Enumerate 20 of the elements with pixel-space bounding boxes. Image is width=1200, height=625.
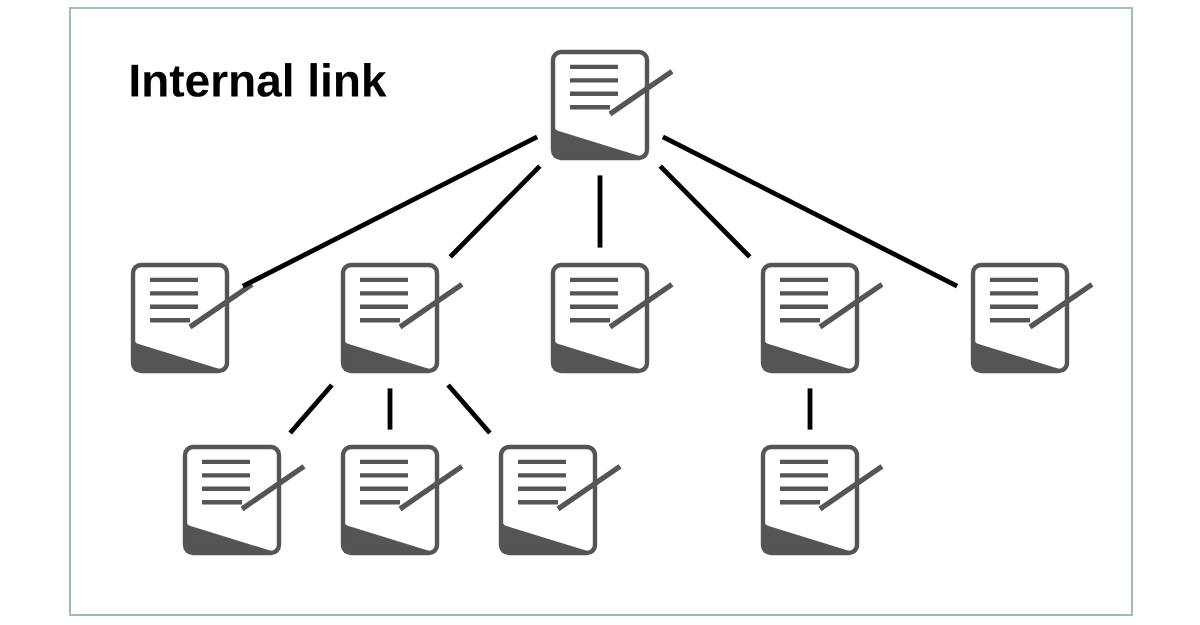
document-drawing xyxy=(550,49,674,161)
document-drawing xyxy=(760,444,884,556)
connector-line xyxy=(807,388,813,430)
title: Internal link xyxy=(131,63,387,97)
document-drawing xyxy=(760,262,884,374)
document-drawing xyxy=(498,444,622,556)
connector-line xyxy=(661,134,959,289)
connector-line xyxy=(658,164,752,259)
connector-line xyxy=(288,383,334,435)
connector-line xyxy=(446,383,492,435)
connector-line xyxy=(448,164,542,259)
document-drawing xyxy=(550,262,674,374)
document-drawing xyxy=(182,444,306,556)
document-drawing xyxy=(130,262,254,374)
document-drawing xyxy=(970,262,1094,374)
connector-line xyxy=(387,388,393,430)
document-drawing xyxy=(340,444,464,556)
document-drawing xyxy=(340,262,464,374)
connector-line xyxy=(597,175,603,248)
connector-line xyxy=(241,134,539,289)
